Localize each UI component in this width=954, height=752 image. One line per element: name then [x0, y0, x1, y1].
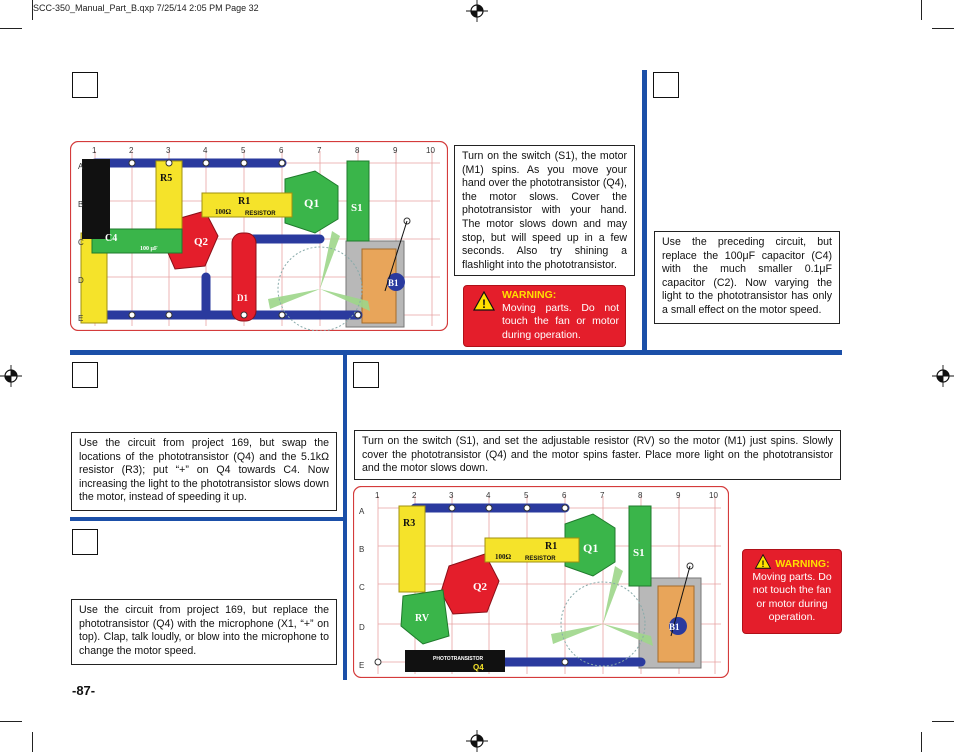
q1-label: Q1: [583, 541, 598, 555]
column-label: 5: [524, 491, 529, 500]
warning-body: Moving parts. Do not touch the fan or mo…: [502, 302, 619, 341]
circuit-diagram-top: A B C D E 1 2 3 4 5 6 7 8 9 10 R1 100Ω R…: [70, 141, 448, 331]
column-label: 10: [426, 146, 435, 155]
column-label: 8: [638, 491, 643, 500]
r1-label: R1: [545, 541, 557, 552]
column-label: 1: [92, 146, 97, 155]
column-label: 4: [486, 491, 491, 500]
instructions-project-bottom-left: Use the circuit from project 169, but re…: [71, 599, 337, 665]
crop-mark: [921, 732, 922, 752]
project-number-box: [72, 362, 98, 388]
row-label: D: [359, 623, 365, 632]
c4-label: C4: [105, 233, 117, 244]
project-number-box: [72, 72, 98, 98]
q1-label: Q1: [304, 196, 319, 210]
instructions-project-bottom-right: Turn on the switch (S1), and set the adj…: [354, 430, 841, 480]
instructions-project-mid-left: Use the circuit from project 169, but sw…: [71, 432, 337, 511]
row-label: A: [359, 507, 365, 516]
crop-mark: [0, 721, 22, 722]
column-label: 2: [129, 146, 134, 155]
r1-value: 100Ω: [215, 208, 232, 216]
d1-label: D1: [237, 293, 248, 303]
row-label: C: [78, 238, 84, 247]
column-label: 7: [317, 146, 322, 155]
warning-title-row: ! WARNING:: [749, 554, 835, 571]
column-label: 10: [709, 491, 718, 500]
row-label: E: [78, 314, 83, 323]
divider-horizontal: [70, 350, 842, 355]
r1-name: RESISTOR: [525, 556, 556, 562]
column-label: 3: [166, 146, 171, 155]
svg-text:!: !: [482, 297, 486, 311]
r1-label: R1: [238, 196, 250, 207]
column-label: 6: [279, 146, 284, 155]
registration-mark-icon: [466, 730, 488, 752]
svg-text:!: !: [762, 559, 765, 569]
column-label: 7: [600, 491, 605, 500]
registration-mark-icon: [0, 365, 22, 387]
row-label: D: [78, 276, 84, 285]
row-label: E: [359, 661, 364, 670]
r1-value: 100Ω: [495, 553, 512, 561]
s1-label: S1: [351, 202, 363, 214]
q4-name: PHOTOTRANSISTOR: [433, 656, 483, 662]
registration-mark-icon: [932, 365, 954, 387]
crop-mark: [932, 28, 954, 29]
instructions-project-top: Turn on the switch (S1), the motor (M1) …: [454, 145, 635, 276]
column-label: 6: [562, 491, 567, 500]
crop-mark: [0, 28, 22, 29]
instructions-project-top-right: Use the preceding circuit, but replace t…: [654, 231, 840, 324]
registration-mark-icon: [466, 0, 488, 22]
warning-triangle-icon: !: [755, 554, 772, 569]
column-label: 2: [412, 491, 417, 500]
warning-title: WARNING:: [502, 289, 557, 301]
column-label: 3: [449, 491, 454, 500]
divider-mid-left: [70, 517, 343, 521]
divider-vertical-top: [642, 70, 647, 352]
b1-label: B1: [388, 278, 399, 288]
r1-name: RESISTOR: [245, 211, 276, 217]
row-label: B: [78, 200, 83, 209]
project-number-box: [72, 529, 98, 555]
circuit-diagram-bottom: A B C D E 1 2 3 4 5 6 7 8 9 10 R1 100Ω R…: [353, 486, 729, 678]
q4-label: Q4: [473, 663, 484, 672]
warning-triangle-icon: !: [473, 291, 495, 311]
page-number: -87-: [72, 683, 96, 698]
column-label: 9: [676, 491, 681, 500]
project-number-box: [653, 72, 679, 98]
warning-body: Moving parts. Do not touch the fan or mo…: [752, 571, 832, 623]
crop-mark: [921, 0, 922, 20]
c4-value: 100 μF: [140, 246, 158, 252]
r5-label: R5: [160, 173, 172, 184]
s1-label: S1: [633, 547, 645, 559]
row-label: A: [78, 162, 84, 171]
column-label: 1: [375, 491, 380, 500]
row-label: B: [359, 545, 364, 554]
warning-title: WARNING:: [775, 558, 830, 570]
q2-label: Q2: [473, 581, 488, 593]
column-label: 8: [355, 146, 360, 155]
column-label: 9: [393, 146, 398, 155]
divider-vertical-bottom: [343, 355, 347, 680]
column-label: 4: [203, 146, 208, 155]
crop-mark: [32, 0, 33, 20]
r3-label: R3: [403, 518, 415, 529]
project-number-box: [353, 362, 379, 388]
rv-label: RV: [415, 613, 430, 624]
print-slug: SCC-350_Manual_Part_B.qxp 7/25/14 2:05 P…: [33, 3, 259, 13]
warning-box-bottom: ! WARNING: Moving parts. Do not touch th…: [742, 549, 842, 634]
crop-mark: [932, 721, 954, 722]
crop-mark: [32, 732, 33, 752]
column-label: 5: [241, 146, 246, 155]
b1-label: B1: [669, 622, 680, 632]
warning-box-top: ! WARNING: Moving parts. Do not touch th…: [463, 285, 626, 347]
q2-label: Q2: [194, 236, 209, 248]
row-label: C: [359, 583, 365, 592]
